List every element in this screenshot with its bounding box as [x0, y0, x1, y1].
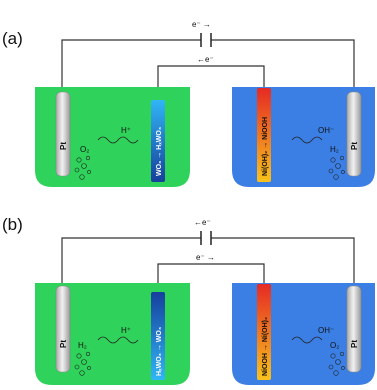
inner-wire — [157, 65, 265, 100]
wo3-reaction-label: WO₃ → HₓWO₃ — [156, 127, 163, 176]
panel-b: (b) ←e⁻ e⁻ → Pt H₂ H⁺ HₓWO₃ → WO₃ NiOOH … — [2, 215, 375, 385]
outer-wire — [61, 237, 355, 286]
ion-label-right: OH⁻ — [318, 126, 334, 135]
ion-label-right: OH⁻ — [318, 326, 334, 335]
pt-label-left: Pt — [59, 142, 68, 150]
inner-wire — [157, 263, 265, 292]
wo3-electrode — [151, 292, 165, 380]
ion-migration-arrow-right — [291, 336, 323, 344]
gas-bubbles-right — [328, 351, 345, 376]
nioh-electrode — [257, 88, 271, 182]
nioh-reaction-label: NiOOH → Ni(OH)₂ — [262, 317, 269, 376]
ion-label-left: H⁺ — [121, 326, 131, 335]
ion-migration-arrow-left — [97, 136, 139, 144]
gas-label-right: O₂ — [330, 341, 339, 350]
pt-electrode-left — [55, 285, 71, 373]
inner-electron-label: ←e⁻ — [197, 55, 214, 64]
pt-label-right: Pt — [350, 142, 359, 150]
pt-electrode-right — [346, 91, 362, 177]
panel-a: (a) e⁻ → ←e⁻ Pt O₂ H⁺ WO₃ → HₓWO₃ Ni(OH) — [2, 20, 375, 187]
top-electron-label: ←e⁻ — [194, 218, 211, 227]
panel-a-label: (a) — [2, 29, 23, 48]
gas-label-right: H₂ — [330, 145, 339, 154]
outer-wire — [61, 39, 355, 92]
gas-label-left: O₂ — [80, 145, 89, 154]
inner-electron-label: e⁻ → — [196, 253, 215, 262]
pt-label-left: Pt — [59, 340, 68, 348]
wo3-reaction-label: HₓWO₃ → WO₃ — [156, 327, 163, 376]
gas-bubbles-right — [328, 155, 345, 180]
ion-migration-arrow-right — [291, 136, 323, 144]
pt-electrode-left — [55, 91, 71, 177]
wo3-electrode — [151, 100, 165, 182]
gas-label-left: H₂ — [78, 341, 87, 350]
pt-electrode-right — [346, 285, 362, 373]
panel-b-label: (b) — [2, 215, 23, 234]
gas-bubbles-left — [74, 351, 91, 376]
pt-label-right: Pt — [350, 340, 359, 348]
gas-bubbles-left — [74, 155, 91, 180]
ion-label-left: H⁺ — [121, 126, 131, 135]
ion-migration-arrow-left — [97, 336, 139, 344]
nioh-electrode — [257, 284, 271, 380]
top-electron-label: e⁻ → — [192, 20, 211, 29]
nioh-reaction-label: Ni(OH)₂ → NiOOH — [262, 117, 269, 176]
